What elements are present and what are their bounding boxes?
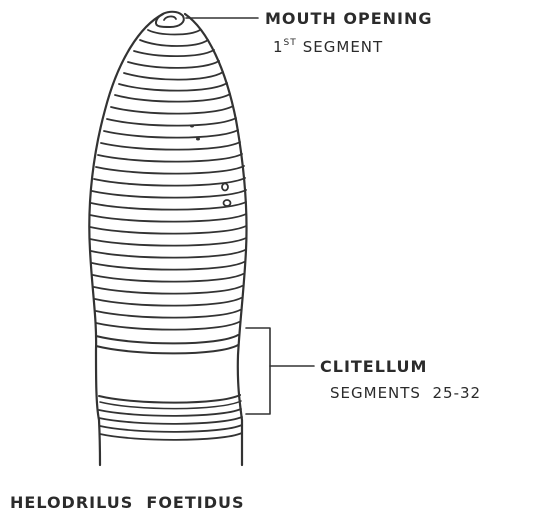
posterior-rings <box>99 409 242 440</box>
first-segment-number: 1 <box>273 38 284 56</box>
species-name: HELODRILUS FOETIDUS <box>10 493 245 512</box>
first-segment-label: 1ST SEGMENT <box>273 38 383 56</box>
clitellum-segments-label: SEGMENTS 25-32 <box>330 384 481 402</box>
worm-body <box>89 14 246 465</box>
clitellum-label: CLITELLUM <box>320 357 427 376</box>
first-segment-text: SEGMENT <box>303 38 383 56</box>
clitellum-bracket <box>246 328 314 414</box>
clitellum-band <box>96 345 241 409</box>
mouth-opening-label: MOUTH OPENING <box>265 9 433 28</box>
first-segment-superscript: ST <box>284 38 297 48</box>
mouth-opening <box>156 12 184 27</box>
